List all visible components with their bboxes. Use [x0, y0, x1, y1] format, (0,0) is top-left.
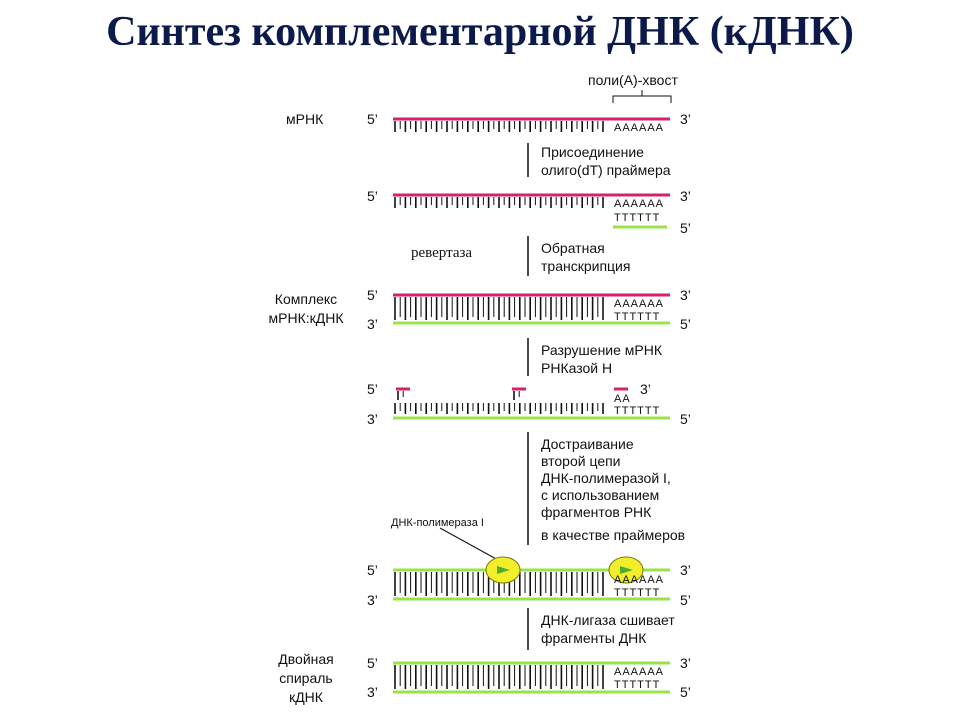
double-helix-label: Двойная спираль кДНК	[278, 651, 334, 705]
step-4-line-6: в качестве праймеров	[541, 527, 686, 543]
row4-aa: AA	[614, 393, 631, 405]
row2-five-prime: 5’	[367, 188, 378, 204]
revertase-label: ревертаза	[411, 245, 473, 261]
step-4-line-1: Достраивание	[541, 436, 634, 452]
row5-five-prime: 5’	[367, 562, 378, 578]
mrna-label: мРНК	[286, 111, 324, 127]
row4-ticks-frag2	[513, 391, 520, 400]
polymerase-pointer	[439, 527, 499, 561]
row3-cdna-five-prime: 5’	[680, 316, 691, 332]
step-1-line-1: Присоединение	[541, 144, 644, 160]
step-4-line-5: фрагментов РНК	[541, 504, 652, 520]
row3-three-prime: 3’	[680, 287, 691, 303]
row3-cdna-three-prime: 3’	[367, 316, 378, 332]
step-2-line-2: транскрипция	[541, 258, 631, 274]
row3-ticks	[394, 297, 604, 320]
row2-polya: AAAAAA	[614, 198, 665, 210]
row5-three-prime: 3’	[680, 562, 691, 578]
row6-five-prime: 5’	[367, 655, 378, 671]
row1-ticks	[394, 121, 604, 132]
polymerase-direction-arrow-1	[497, 566, 510, 574]
row5-cdna-three-prime: 3’	[367, 592, 378, 608]
step-2-line-1: Обратная	[541, 240, 605, 256]
row5-polyt: TTTTTT	[614, 587, 661, 599]
row6-polya: AAAAAA	[614, 666, 665, 678]
row4-five-prime: 5’	[367, 381, 378, 397]
polymerase-direction-arrow-2	[620, 566, 633, 574]
row5-polya: AAAAAA	[614, 574, 665, 586]
complex-label: Комплекс мРНК:кДНК	[268, 291, 344, 326]
row4-cdna-five-prime: 5’	[680, 411, 691, 427]
polya-tail-label: поли(А)-хвост	[588, 72, 678, 88]
step-5-line-2: фрагменты ДНК	[541, 630, 647, 646]
row1-five-prime: 5’	[367, 111, 378, 127]
row5-ticks	[394, 572, 604, 596]
step-5-line-1: ДНК-лигаза сшивает	[541, 612, 675, 628]
step-1-line-2: олиго(dT) праймера	[541, 162, 671, 178]
step-4-line-4: с использованием	[541, 487, 660, 503]
row6-polyt: TTTTTT	[614, 679, 661, 691]
row3-polyt: TTTTTT	[614, 311, 661, 323]
row4-polyt: TTTTTT	[614, 405, 661, 417]
row2-primer-five-prime: 5’	[680, 220, 691, 236]
step-4-line-3: ДНК-полимеразой I,	[541, 470, 671, 486]
row4-ticks-frag1	[397, 391, 404, 400]
row2-ticks	[394, 197, 604, 208]
row6-cdna-five-prime: 5’	[680, 684, 691, 700]
row4-cdna-three-prime: 3’	[367, 411, 378, 427]
row4-three-prime: 3’	[640, 381, 651, 397]
row6-cdna-three-prime: 3’	[367, 684, 378, 700]
step-4-line-2: второй цепи	[541, 453, 621, 469]
row1-three-prime: 3’	[680, 111, 691, 127]
page-title: Синтез комплементарной ДНК (кДНК)	[106, 9, 854, 55]
row5-cdna-five-prime: 5’	[680, 592, 691, 608]
step-3-line-2: РНКазой Н	[541, 360, 613, 376]
row2-three-prime: 3’	[680, 188, 691, 204]
row6-three-prime: 3’	[680, 655, 691, 671]
polymerase-label: ДНК-полимераза I	[391, 517, 484, 529]
row3-polya: AAAAAA	[614, 298, 665, 310]
row4-ticks	[394, 403, 604, 414]
row6-ticks	[394, 665, 604, 689]
step-3-line-1: Разрушение мРНК	[541, 342, 663, 358]
row1-polya: AAAAAA	[614, 122, 665, 134]
row2-oligo-dt: TTTTTT	[614, 212, 661, 224]
row3-five-prime: 5’	[367, 287, 378, 303]
